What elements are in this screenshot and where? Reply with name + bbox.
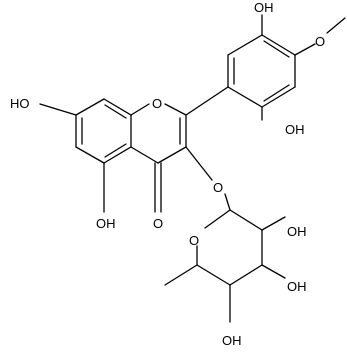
bond bbox=[164, 264, 198, 286]
bond bbox=[261, 216, 286, 231]
bond bbox=[157, 146, 187, 164]
oh-7-label: HO bbox=[10, 96, 30, 111]
bond bbox=[39, 103, 77, 116]
bond bbox=[103, 146, 132, 164]
bond bbox=[164, 103, 187, 116]
glyco-o-label: O bbox=[213, 180, 223, 195]
bond bbox=[75, 98, 105, 116]
bond bbox=[130, 146, 159, 164]
bond bbox=[75, 146, 105, 164]
bonds bbox=[39, 14, 346, 323]
oh-4sugar-label: OH bbox=[222, 333, 242, 348]
oh-2sugar-label: OH bbox=[287, 224, 307, 239]
bond bbox=[227, 34, 263, 56]
bond bbox=[261, 264, 286, 279]
bond bbox=[196, 264, 231, 286]
bond bbox=[224, 193, 231, 211]
bond bbox=[227, 86, 263, 108]
bond bbox=[261, 86, 296, 108]
oh-5-label: OH bbox=[96, 216, 116, 231]
bond bbox=[185, 86, 229, 116]
bond-inner bbox=[263, 40, 290, 58]
bond bbox=[229, 264, 263, 286]
atom-labels: HO OH O O O OH O OH O OH OH OH bbox=[10, 0, 325, 348]
sugar-ring-o-label: O bbox=[189, 233, 199, 248]
bond bbox=[326, 17, 346, 34]
bond-inner bbox=[104, 143, 127, 158]
ring-o-label: O bbox=[152, 96, 162, 111]
bond bbox=[294, 43, 316, 56]
bond bbox=[130, 103, 150, 116]
bond-inner bbox=[104, 104, 127, 119]
oh-3sugar-label: OH bbox=[287, 279, 307, 294]
methoxy-o-label: O bbox=[315, 34, 325, 49]
bond bbox=[261, 34, 296, 56]
oh-5prime-label: OH bbox=[285, 122, 305, 137]
bond-inner bbox=[263, 84, 290, 102]
oh-3prime-label: OH bbox=[254, 0, 274, 15]
bond bbox=[185, 146, 213, 181]
bond bbox=[103, 98, 132, 116]
bond bbox=[229, 209, 263, 231]
bond bbox=[204, 209, 231, 229]
carbonyl-o-label: O bbox=[153, 216, 163, 231]
